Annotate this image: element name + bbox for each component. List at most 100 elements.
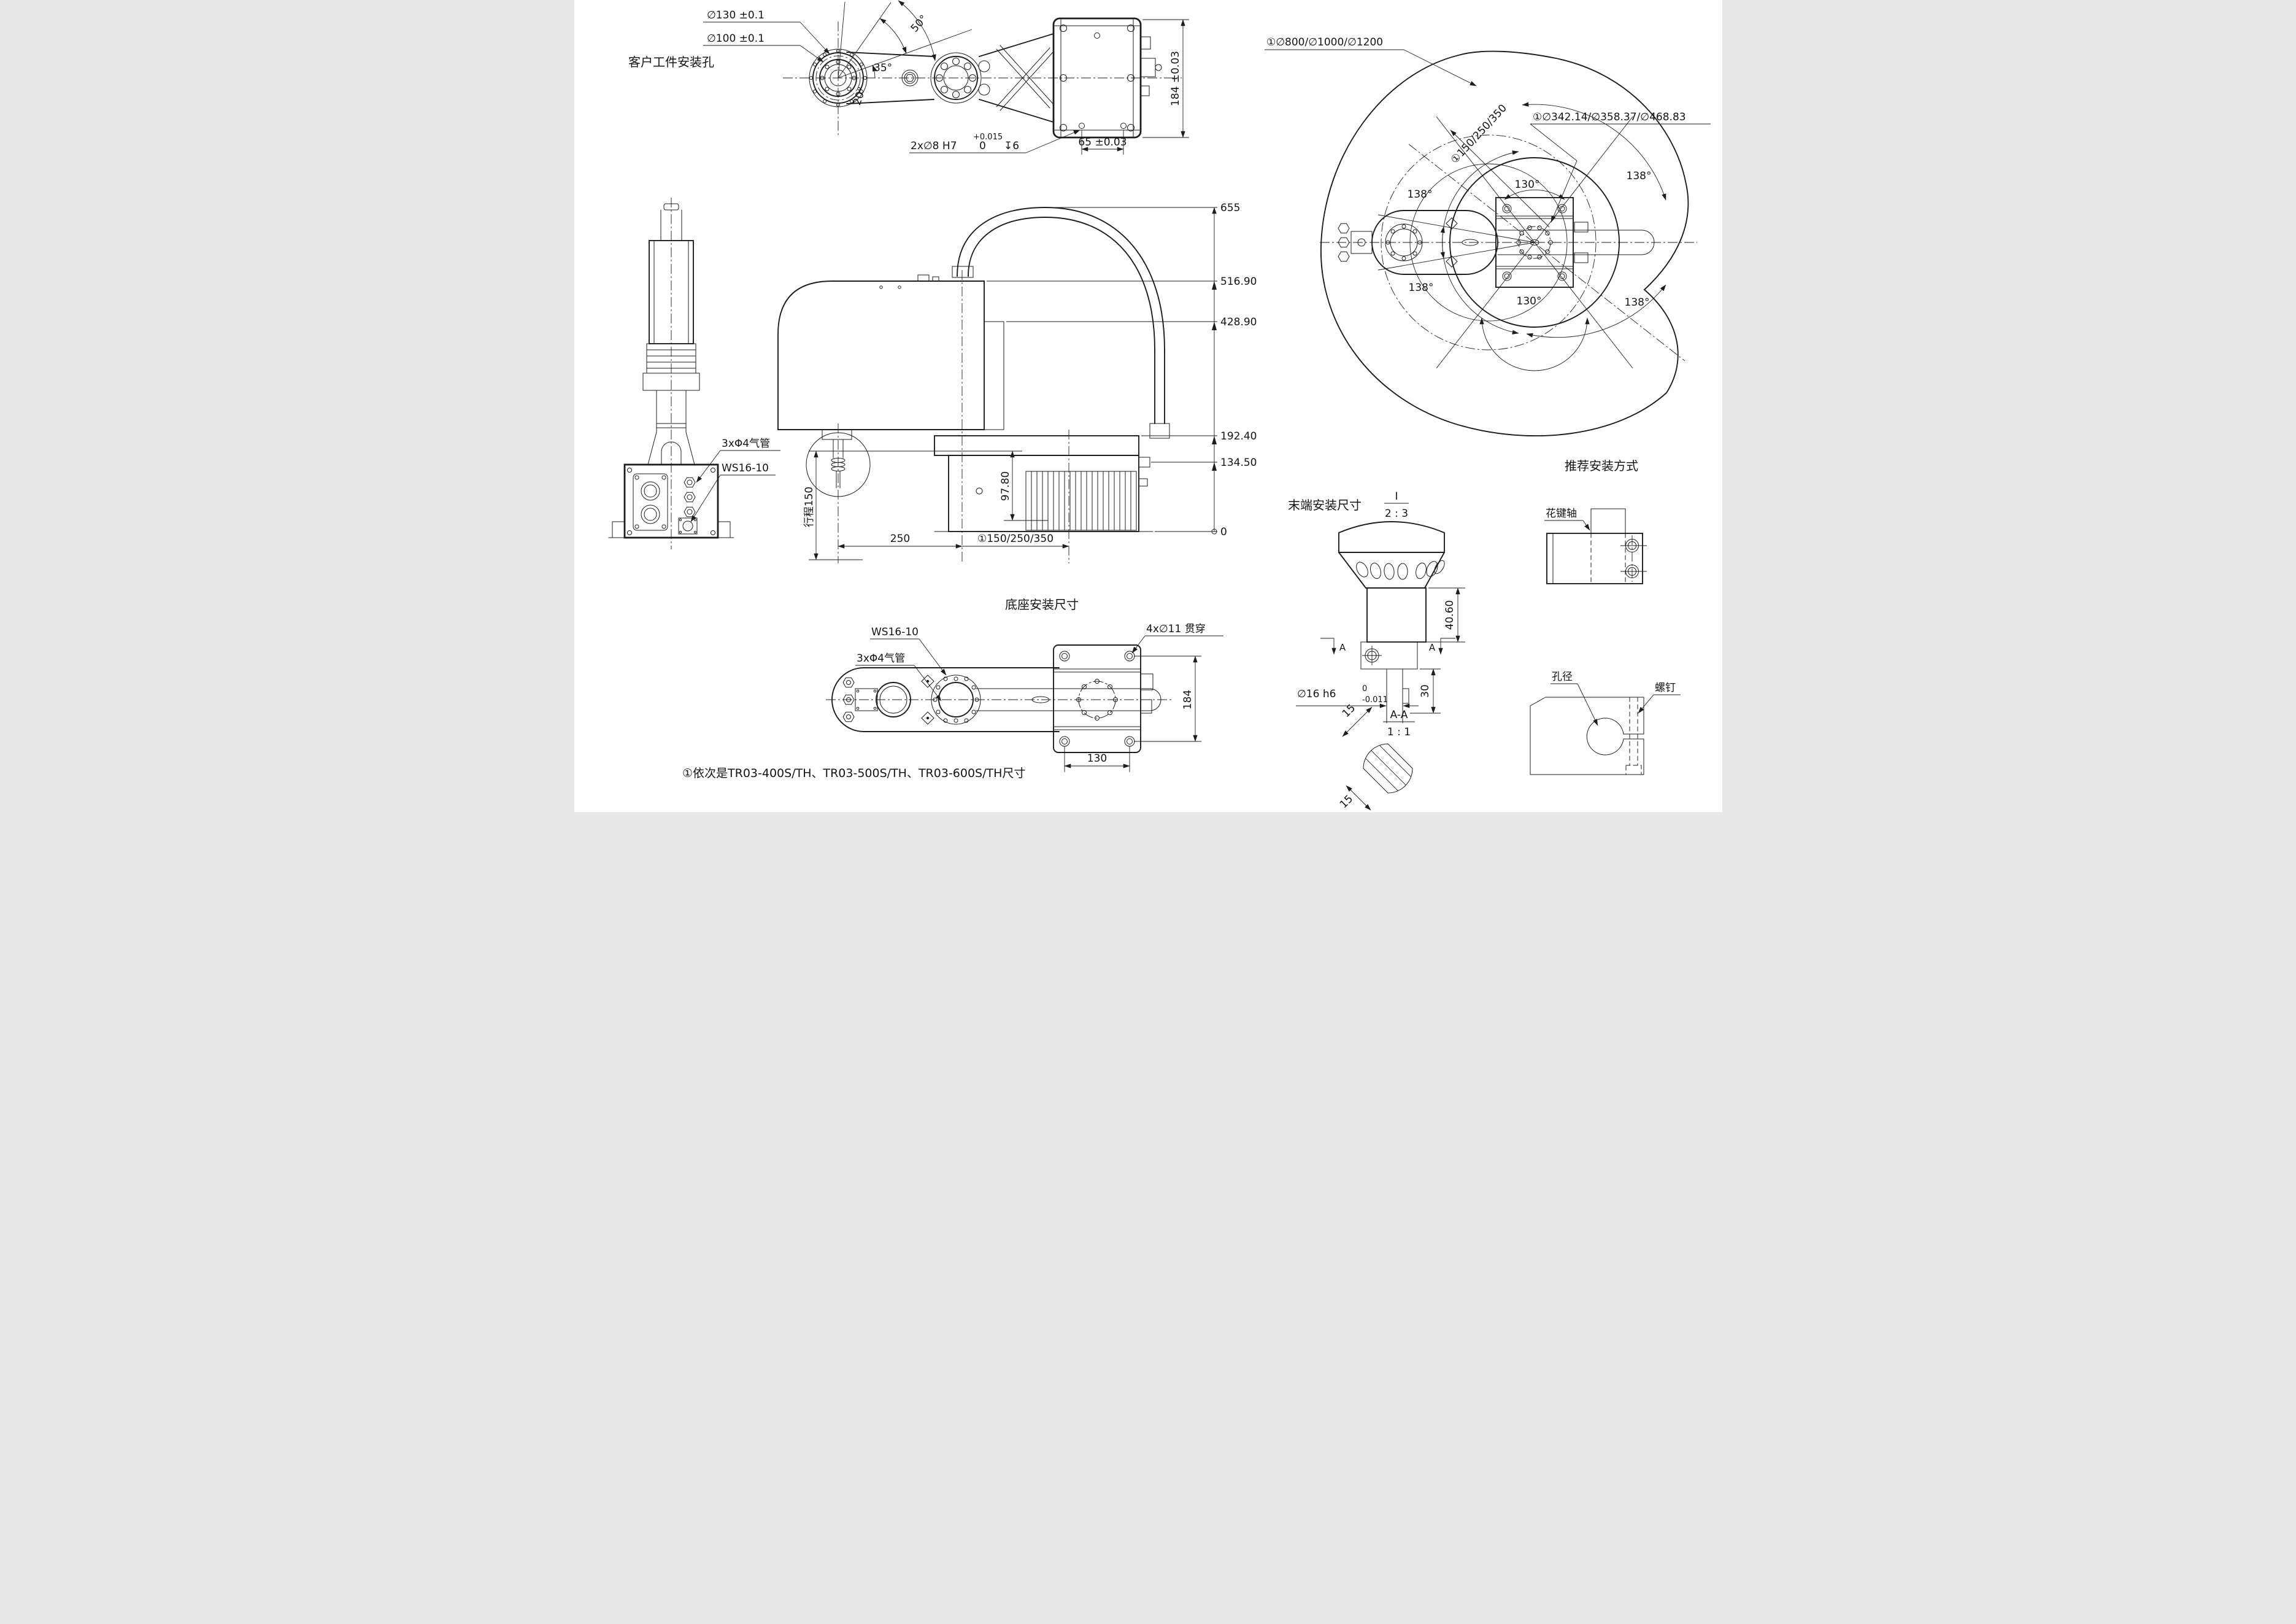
vent-ovals <box>1355 560 1445 580</box>
left-view-leaders: 3xΦ4气管 WS16-10 <box>690 438 780 522</box>
spline-clamp-drawing: 花键轴 <box>1544 508 1647 584</box>
base-screws <box>1059 25 1135 131</box>
dim-184-bottom: 184 <box>1133 655 1201 742</box>
dia130-label: ∅130 ±0.1 <box>707 9 765 21</box>
dim-184-label: 184 ±0.03 <box>1169 51 1182 106</box>
pneumatic-fittings <box>683 477 696 517</box>
cut-label-right: A <box>1428 642 1435 653</box>
height-516: 516.90 <box>1220 276 1257 288</box>
base-mount-title: 底座安装尺寸 <box>1005 597 1079 612</box>
angle-35-label: 35° <box>874 62 892 74</box>
height-dimensions: 655 516.90 428.90 192.40 134.50 0 <box>986 202 1257 538</box>
ws-connector-label: WS16-10 <box>722 462 769 474</box>
section-id: A-A <box>1390 709 1408 721</box>
left-side-view: 3xΦ4气管 WS16-10 <box>608 198 780 549</box>
workspace-robot <box>1337 197 1654 288</box>
flange-angle-dimensions: 50° 35° 20° <box>782 0 1182 136</box>
dim-130-label: 130 <box>1087 752 1106 765</box>
height-0: 0 <box>1220 526 1227 538</box>
arm-housing <box>777 266 1004 430</box>
base-bolt-ring <box>1076 679 1118 721</box>
flange-bolt-holes <box>809 49 867 107</box>
dim-15-lower: 15 <box>1337 793 1355 811</box>
screw-label: 螺钉 <box>1655 682 1676 694</box>
envelope-label: ①∅800/∅1000/∅1200 <box>1266 36 1383 48</box>
dim-65-label: 65 ±0.03 <box>1078 136 1127 149</box>
angle-138-lr: 138° <box>1624 296 1649 309</box>
end-mount-title: 末端安装尺寸 <box>1288 498 1362 512</box>
stroke-150-label: 行程150 <box>803 487 815 527</box>
cable-conduit <box>956 207 1169 439</box>
height-655: 655 <box>1220 202 1240 214</box>
air-tube-label: 3xΦ4气管 <box>722 438 770 450</box>
bottom-air-label: 3xΦ4气管 <box>857 652 905 665</box>
workspace-envelope <box>1320 50 1689 437</box>
workspace-diagram: 138° 138° 138° 138° 130° 130° <box>1264 36 1711 437</box>
top-view-base <box>1052 17 1161 139</box>
top-view: 客户工件安装孔 ∅130 ±0.1 ∅100 ±0.1 <box>628 0 1189 155</box>
elevation-base <box>933 435 1153 532</box>
dim-30: 30 <box>1409 668 1441 714</box>
dim-184-bottom-label: 184 <box>1182 690 1194 710</box>
spline-label: 花键轴 <box>1546 508 1577 520</box>
height-134: 134.50 <box>1220 457 1257 469</box>
dowel-note-text: 2x∅8 H7 <box>911 140 957 152</box>
hex-screw <box>901 69 918 87</box>
angle-138-ur: 138° <box>1626 170 1651 182</box>
vertical-column <box>642 203 699 465</box>
dowel-tol-lower: 0 <box>979 140 986 152</box>
top-view-arm <box>846 33 1054 123</box>
motor-fins <box>1031 471 1131 531</box>
angle-arcs: 138° 138° 138° 138° 130° 130° <box>1407 102 1666 371</box>
hole-dia-label: 孔径 <box>1552 671 1573 683</box>
section-view: A-A 1 : 1 15 15 <box>1337 702 1415 811</box>
angle-130-u: 130° <box>1514 179 1539 191</box>
bottom-ws-label: WS16-10 <box>871 626 919 638</box>
mount-title: 推荐安装方式 <box>1565 458 1638 473</box>
mounting-recommendation: 推荐安装方式 花键轴 <box>1530 458 1681 775</box>
dowel-hole-note: 2x∅8 H7 +0.015 0 ↧6 <box>909 130 1080 153</box>
dim-65: 65 ±0.03 <box>1078 130 1127 155</box>
dim-130: 130 <box>1063 746 1130 772</box>
left-view-base <box>608 463 734 539</box>
end-effector-body <box>1338 521 1445 724</box>
mid-diameters-label: ①∅342.14/∅358.37/∅468.83 <box>1533 111 1686 123</box>
section-scale: 1 : 1 <box>1387 726 1410 738</box>
top-view-title: 客户工件安装孔 <box>628 55 714 69</box>
section-cut-arrows: A A <box>1320 638 1455 655</box>
base-feet <box>608 521 734 538</box>
shaft-dia-note: ∅16 h6 0 -0.011 <box>1295 684 1419 708</box>
dim-9780-label: 97.80 <box>1000 471 1012 501</box>
bottom-view-base <box>1052 644 1153 753</box>
detail-id: I <box>1395 490 1398 503</box>
height-192: 192.40 <box>1220 430 1257 443</box>
dim-reach-label: ①150/250/350 <box>977 533 1053 545</box>
dim-4060: 40.60 <box>1419 587 1465 643</box>
bolt-through-label: 4x∅11 贯穿 <box>1146 623 1206 635</box>
base-side-connectors <box>1140 36 1161 96</box>
angle-138-ll: 138° <box>1408 282 1433 294</box>
end-mount-detail: 末端安装尺寸 I 2 : 3 <box>1288 490 1465 811</box>
bottom-view-leaders: WS16-10 3xΦ4气管 4x∅11 贯穿 <box>855 623 1223 702</box>
bottom-view: WS16-10 3xΦ4气管 4x∅11 贯穿 184 130 ①依次是TR03… <box>682 623 1223 780</box>
bottom-view-arm <box>831 667 1161 732</box>
workspace-leaders: ①∅800/∅1000/∅1200 ①150/250/350 ①∅342.14/… <box>1264 36 1711 228</box>
dim-9780: 97.80 <box>1000 450 1048 521</box>
dim-4060-label: 40.60 <box>1444 600 1456 630</box>
dim-250-label: 250 <box>890 533 909 545</box>
height-428: 428.90 <box>1220 316 1257 328</box>
dim-15-upper: 15 <box>1339 702 1357 720</box>
cad-drawing-sheet: 客户工件安装孔 ∅130 ±0.1 ∅100 ±0.1 <box>574 0 1722 812</box>
angle-138-ul: 138° <box>1407 188 1432 201</box>
drawing-canvas: 客户工件安装孔 ∅130 ±0.1 ∅100 ±0.1 <box>608 0 1711 811</box>
elbow-bolt-circle <box>935 58 990 98</box>
shaft-tol-lower: -0.011 <box>1362 695 1388 705</box>
arm-x-brace <box>996 45 1054 111</box>
square-connector <box>678 517 697 535</box>
reach-circle-dashdot <box>1381 134 1596 350</box>
dim-30-label: 30 <box>1419 684 1431 698</box>
end-effector-fittings <box>842 677 877 722</box>
shaft-tol-upper: 0 <box>1362 684 1367 694</box>
cut-label-left: A <box>1339 642 1346 653</box>
angle-50-label: 50° <box>908 13 930 35</box>
